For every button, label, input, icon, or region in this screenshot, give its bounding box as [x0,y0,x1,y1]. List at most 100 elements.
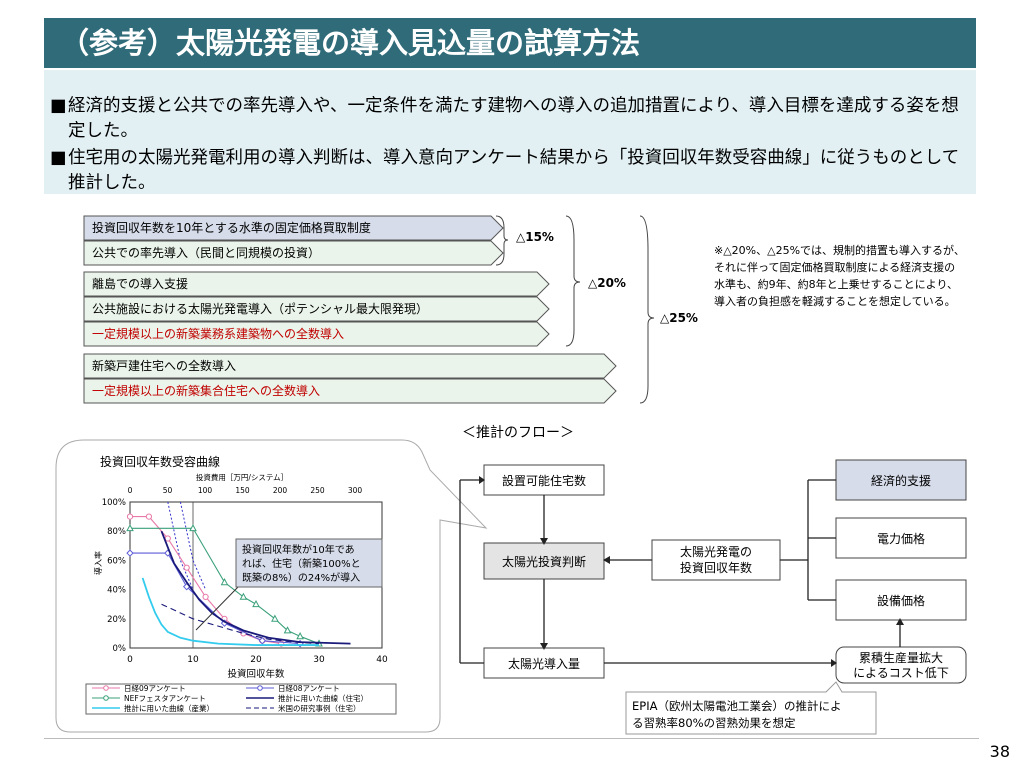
bracket-label-20: △20% [588,276,626,290]
data-point [202,593,209,601]
data-point [239,592,248,600]
x2-tick-label: 0 [128,486,133,495]
x2-tick-label: 150 [235,486,250,495]
series-line [141,577,319,646]
y-tick-group: 0%20%40%60%80%100% [102,498,126,654]
chart-title: 投資回収年数受容曲線 [100,454,220,469]
chart-callout-1: 投資回収年数が10年であ [242,543,355,556]
measure-arrow [83,296,550,322]
flow-box-payback [651,539,781,581]
x-tick-label: 0 [127,655,133,665]
flow-text-judgment: 太陽光投資判断 [502,554,586,569]
y-tick-label: 100% [102,498,126,508]
measure-arrow [83,321,550,347]
measure-arrow [83,271,550,297]
epia-callout [625,681,877,735]
flow-text-cost-2: によるコスト低下 [853,666,949,680]
measure-label: 一定規模以上の新築業務系建築物への全数導入 [92,327,345,341]
measures-diagram [83,215,655,404]
page-number: 38 [989,742,1010,761]
measure-label: 投資回収年数を10年とする水準の固定価格買取制度 [92,221,371,235]
flow-text-amount: 太陽光導入量 [508,656,580,671]
y-tick-label: 20% [107,615,126,625]
side-note: ※△20%、△25%では、規制的措置も導入するが、それに伴って固定価格買取制度に… [714,244,965,308]
data-point [220,578,229,586]
flow-text-payback-1: 太陽光発電の [680,544,752,559]
flow-text-equip: 設備価格 [877,593,925,608]
x-tick-label: 10 [187,655,199,665]
data-point [126,513,134,520]
flow-box-equip [835,579,967,621]
measure-arrow [83,353,617,379]
bullet-mark: ■ [50,148,67,168]
flow-text-cost-1: 累積生産量拡大 [859,650,943,665]
flow-box-amount [483,647,605,679]
legend-label: 推計に用いた曲線（産業） [124,703,214,713]
y-tick-label: 0% [113,644,127,654]
data-point [271,614,279,622]
x2-tick-group: 0 50 100 150 200 250 300 [128,486,363,495]
series-line [130,552,301,645]
page-title: （参考）太陽光発電の導入見込量の試算方法 [60,26,641,60]
x2-tick-label: 300 [348,486,363,495]
measure-label: 一定規模以上の新築集合住宅への全数導入 [92,384,321,398]
measure-arrow [83,240,504,266]
bullet-mark: ■ [50,96,67,116]
x2-tick-label: 200 [273,486,288,495]
callout-pointer [195,584,241,631]
legend-marker [103,695,109,701]
legend-label: 日経09アンケート [124,683,186,693]
series-line [161,603,320,645]
legend-label: NEFフェスタアンケート [124,694,206,703]
chart-callout-2: れば、住宅（新築100%と [242,557,361,570]
measure-label: 新築戸建住宅への全数導入 [92,359,237,373]
bracket-20 [565,215,581,347]
legend-label: 日経08アンケート [278,683,340,693]
flow-text-econ: 経済的支援 [871,473,931,488]
x2-tick-label: 100 [198,486,213,495]
measure-label: 公共での率先導入（民間と同規模の投資） [92,246,321,260]
data-point [183,564,190,571]
flow-text-power: 電力価格 [877,531,925,546]
summary-box [44,70,976,194]
flow-title: ＜推計のフロー＞ [462,425,574,441]
y-tick-label: 60% [107,556,126,566]
data-point [126,549,134,557]
data-point [189,524,197,532]
legend-label: 推計に用いた曲線（住宅） [278,693,368,703]
measure-label: 離島での導入支援 [92,277,189,291]
data-point [258,636,267,645]
x-tick-label: 30 [313,655,325,665]
x2-tick-label: 250 [310,486,325,495]
data-point [145,513,152,520]
epia-text-2: る習熟率80%の習熟効果を想定 [632,716,796,730]
measure-arrow [83,378,617,404]
bullet-text: 住宅用の太陽光発電利用の導入判断は、導入意向アンケート結果から「投資回収年数受容… [68,148,960,193]
y-tick-label: 40% [107,586,126,596]
measure-arrow [83,215,504,241]
series-line [160,530,351,645]
chart-x-label: 投資回収年数 [227,668,285,680]
bottom-rule [44,738,979,739]
bullet-text: 経済的支援と公共での率先導入や、一定条件を満たす建物への導入の追加措置により、導… [68,96,959,141]
legend-marker [257,685,263,691]
dotted-guide-line [167,501,194,590]
bracket-label-25: △25% [660,311,698,325]
legend-marker [103,685,109,691]
bracket-label-15: △15% [516,230,554,244]
flow-text-payback-2: 投資回収年数 [680,560,752,575]
x2-tick-label: 50 [163,486,173,495]
flow-box-power [835,517,967,559]
chart-callout-3: 既築の8%）の24%が導入 [242,571,360,584]
legend-label: 米国の研究事例（住宅） [278,703,361,713]
flow-text-installable: 設置可能住宅数 [502,473,586,488]
x-tick-label: 40 [376,655,388,665]
measure-label: 公共施設における太陽光発電導入（ポテンシャル最大限発現） [92,302,429,316]
data-point [296,632,304,640]
flow-box-econ [835,459,967,501]
chart-x2-label: 投資費用［万円/システム］ [196,472,288,482]
data-point [283,626,292,634]
data-point [252,599,260,608]
